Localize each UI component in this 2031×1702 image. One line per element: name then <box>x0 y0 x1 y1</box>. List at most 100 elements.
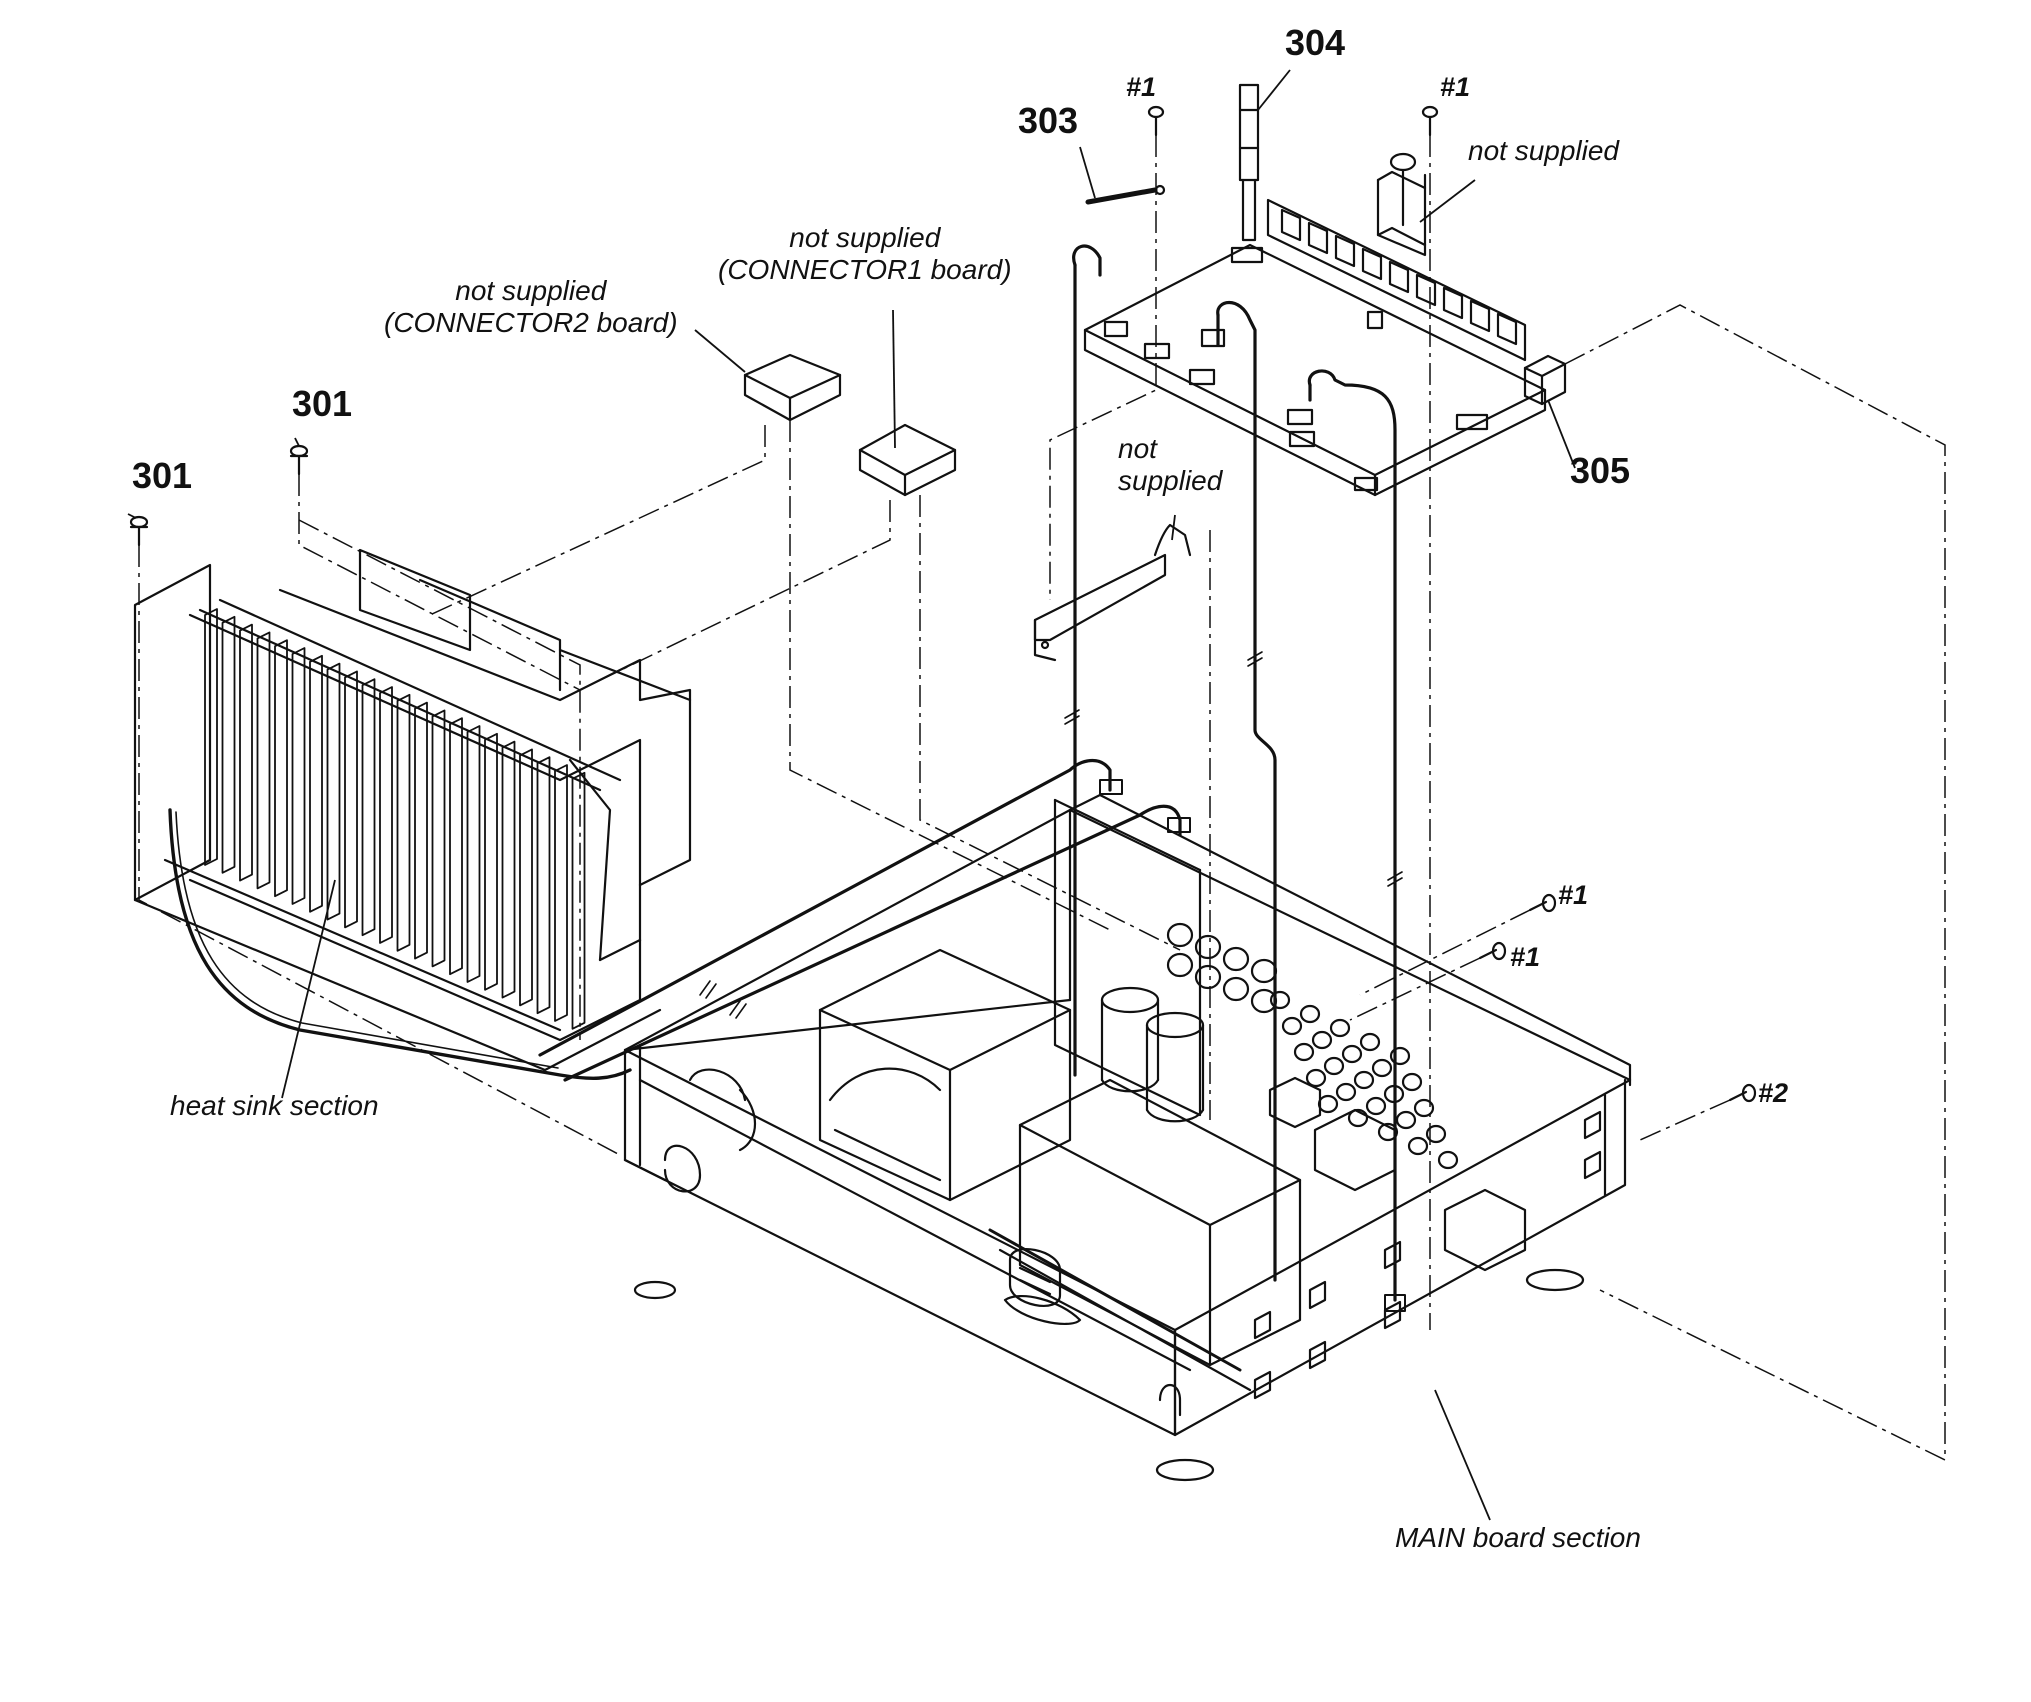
callout-305: 305 <box>1570 450 1631 491</box>
ref-screw-1-side-upper: #1 <box>1558 880 1589 910</box>
label-heat-sink-section: heat sink section <box>170 1090 379 1121</box>
note-connector1-board: not supplied (CONNECTOR1 board) <box>718 222 1012 286</box>
note-connector1-line2: (CONNECTOR1 board) <box>718 254 1012 286</box>
board-jack <box>1407 1136 1429 1156</box>
board-jack <box>1222 946 1250 972</box>
board-jack <box>1329 1018 1351 1038</box>
rear-terminal <box>1334 234 1356 268</box>
heat-sink-fin <box>274 639 288 898</box>
screw-1-top-right <box>1421 105 1439 137</box>
callout-301-right: 301 <box>292 383 353 424</box>
board-jack <box>1269 990 1291 1010</box>
board-jack <box>1425 1124 1447 1144</box>
board-jack <box>1323 1056 1345 1076</box>
screw-1-side-lower <box>1478 941 1507 961</box>
board-jack <box>1293 1042 1315 1062</box>
heat-sink-fin <box>239 623 253 882</box>
connector1-board <box>858 423 957 497</box>
heat-sink-fin <box>204 608 218 866</box>
note-top-bracket: not supplied <box>1468 135 1620 166</box>
note-connector2-line1: not supplied <box>455 275 607 306</box>
board-jack <box>1389 1046 1411 1066</box>
screw-2-side <box>1728 1083 1757 1103</box>
callout-301-left: 301 <box>132 455 193 496</box>
ref-screw-1-side-lower: #1 <box>1510 942 1541 972</box>
callout-303: 303 <box>1018 100 1079 141</box>
screw-1-top-left <box>1147 105 1165 137</box>
board-jack <box>1359 1032 1381 1052</box>
heat-sink-fin <box>449 717 463 976</box>
board-jack <box>1299 1004 1321 1024</box>
board-jack <box>1353 1070 1375 1090</box>
note-connector2-line2: (CONNECTOR2 board) <box>384 307 678 339</box>
heat-sink-fin <box>484 732 498 991</box>
board-jack <box>1365 1096 1387 1116</box>
heat-sink-fin <box>309 654 323 913</box>
board-jack <box>1305 1068 1327 1088</box>
heat-sink-assembly <box>133 548 692 1080</box>
heat-sink-fin <box>361 678 376 937</box>
top-board <box>1083 198 1567 497</box>
board-jack <box>1194 964 1222 990</box>
board-jack <box>1371 1058 1393 1078</box>
leader-lines <box>127 69 1576 1521</box>
board-jack <box>1311 1030 1333 1050</box>
note-connector1-line1: not supplied <box>789 222 941 253</box>
top-bracket <box>1376 152 1427 257</box>
heat-sink-fin <box>344 670 358 929</box>
board-jack <box>1250 988 1278 1014</box>
board-jack <box>1437 1150 1459 1170</box>
rear-terminal <box>1388 260 1410 294</box>
board-jack <box>1377 1122 1399 1142</box>
board-jack <box>1194 934 1222 960</box>
note-bracket-line1: not <box>1118 433 1157 464</box>
board-jack <box>1166 952 1194 978</box>
board-jack <box>1401 1072 1423 1092</box>
screw-301-left <box>129 515 149 547</box>
heat-sink-fin <box>571 771 586 1030</box>
board-jack <box>1250 958 1278 984</box>
cable-bundles <box>538 759 1191 1082</box>
heat-sink-fin <box>291 647 306 905</box>
part-304-tape <box>1238 83 1260 242</box>
ref-screw-2-side: #2 <box>1758 1078 1789 1108</box>
heat-sink-fin <box>554 764 568 1022</box>
heat-sink-fin <box>536 756 551 1015</box>
heat-sink-fin <box>326 662 341 921</box>
board-jack <box>1281 1016 1303 1036</box>
part-303-cable-tie <box>1085 184 1166 205</box>
note-side-bracket: not supplied <box>1118 433 1222 497</box>
screw-1-side-upper <box>1528 893 1557 913</box>
heat-sink-fin <box>379 686 393 944</box>
board-jack <box>1166 922 1194 948</box>
board-jack <box>1347 1108 1369 1128</box>
rear-terminal <box>1361 247 1383 281</box>
board-jack <box>1341 1044 1363 1064</box>
rear-terminal <box>1442 286 1464 320</box>
rear-terminal <box>1496 312 1518 346</box>
rear-terminal <box>1415 273 1437 307</box>
screw-301-right <box>289 444 309 476</box>
side-bracket <box>1033 523 1192 662</box>
board-jack <box>1317 1094 1339 1114</box>
note-connector2-board: not supplied (CONNECTOR2 board) <box>384 275 678 339</box>
board-jack <box>1395 1110 1417 1130</box>
heat-sink-fin <box>256 631 271 890</box>
ref-screw-1-top-right: #1 <box>1440 72 1471 102</box>
heat-sink-fin <box>431 709 446 968</box>
heat-sink-fin <box>221 615 236 874</box>
board-jack <box>1222 976 1250 1002</box>
ref-screw-1-top-left: #1 <box>1126 72 1157 102</box>
assembly-guide-lines <box>138 135 1946 1462</box>
heat-sink-fin <box>501 740 516 999</box>
callout-304: 304 <box>1285 22 1346 63</box>
rear-terminal <box>1280 208 1302 242</box>
main-chassis <box>623 793 1632 1482</box>
heat-sink-fin <box>414 701 428 960</box>
board-jack <box>1335 1082 1357 1102</box>
connector2-board <box>743 353 842 422</box>
heat-sink-fin <box>396 693 411 952</box>
board-jack <box>1413 1098 1435 1118</box>
